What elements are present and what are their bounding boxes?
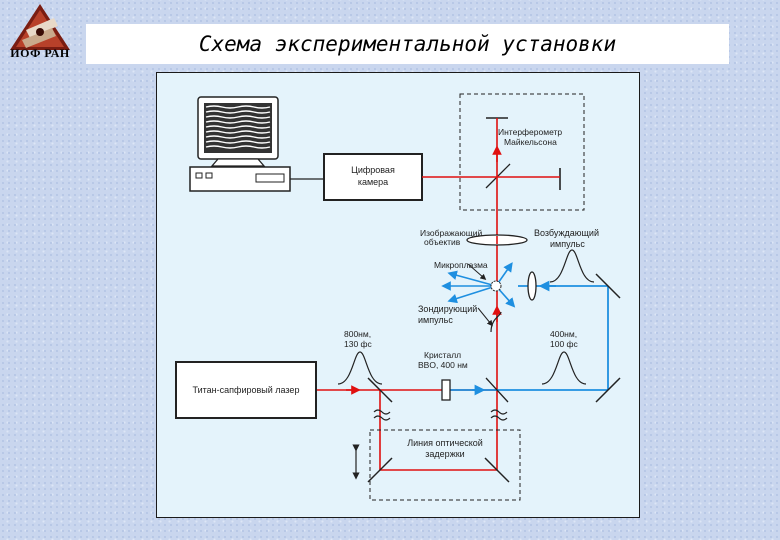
beam-break-marks [373, 409, 508, 421]
pulse800-label-1: 800нм, [344, 329, 371, 339]
pulse-probe [490, 311, 502, 333]
computer-monitor [197, 96, 279, 167]
excitation-label-2: импульс [550, 239, 585, 249]
probe-label-1: Зондирующий [418, 304, 477, 314]
page-title: Схема экспериментальной установки [198, 32, 617, 56]
crystal-label-1: Кристалл [424, 350, 461, 360]
ti-sapphire-laser: Титан-сапфировый лазер [175, 361, 317, 419]
optical-delay-line: Линия оптической задержки [369, 429, 521, 501]
laser-label: Титан-сапфировый лазер [193, 385, 300, 395]
title-bar: Схема экспериментальной установки [86, 24, 729, 64]
camera-label-2: камера [358, 177, 388, 187]
michelson-label-1: Интерферометр [498, 127, 562, 137]
delay-label-1: Линия оптической [407, 438, 483, 448]
institute-logo [10, 4, 70, 50]
pulse-400nm [541, 351, 587, 385]
crystal-label-2: BBO, 400 нм [418, 360, 468, 370]
pulse400-label-2: 100 фс [550, 339, 579, 349]
optical-setup-diagram: Цифровая камера Интерферометр Майкельсон… [175, 93, 621, 501]
camera-label-1: Цифровая [351, 165, 395, 175]
microplasma-scatter-arrows [441, 262, 516, 308]
logo-text: ИОФ РАН [10, 46, 70, 60]
bbo-crystal [441, 379, 451, 401]
excitation-lens [527, 271, 537, 301]
microplasma-spot [490, 280, 502, 292]
pulse800-label-2: 130 фс [344, 339, 373, 349]
microplasma-label: Микроплазма [434, 260, 488, 270]
blue-beam-path [446, 285, 609, 391]
digital-camera: Цифровая камера [323, 153, 423, 201]
mirrors [367, 273, 621, 483]
pulse-800nm [337, 351, 383, 385]
pulse400-label-1: 400нм, [550, 329, 577, 339]
michelson-label-2: Майкельсона [504, 137, 557, 147]
excitation-label-1: Возбуждающий [534, 228, 599, 238]
delay-label-2: задержки [425, 449, 464, 459]
objective-label-2: объектив [424, 237, 461, 247]
objective-label-1: Изображающий [420, 228, 482, 238]
pulse-excitation [549, 249, 595, 283]
michelson-interferometer: Интерферометр Майкельсона [459, 93, 585, 211]
computer-system-unit [189, 166, 291, 192]
probe-label-2: импульс [418, 315, 453, 325]
